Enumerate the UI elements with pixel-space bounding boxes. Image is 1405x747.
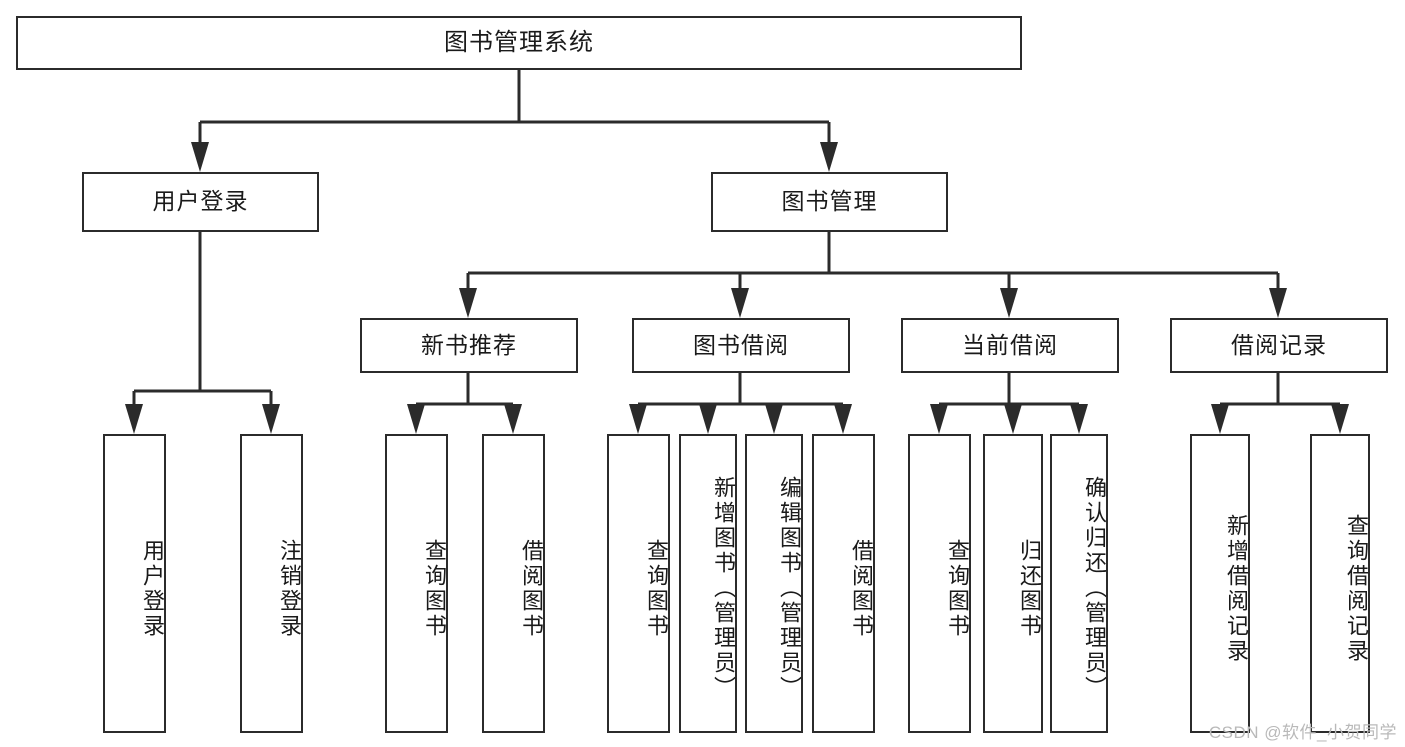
- arrow-head-icon: [1000, 288, 1018, 318]
- arrow-head-icon: [834, 404, 852, 434]
- node-label: 归还图书: [1017, 538, 1042, 639]
- arrow-head-icon: [125, 404, 143, 434]
- edge-group-book-borrow-to-leaves: [629, 373, 852, 434]
- node-label: 图书管理系统: [444, 28, 594, 56]
- node-label: 确认归还（管理员）: [1082, 476, 1107, 701]
- node-label: 借阅图书: [519, 538, 544, 639]
- node-label: 图书管理: [781, 188, 878, 215]
- arrow-head-icon: [262, 404, 280, 434]
- watermark-text: CSDN @软件_小贺同学: [1208, 723, 1397, 742]
- node-label: 注销登录: [277, 538, 302, 639]
- node-leaf-query-record[interactable]: 查询借阅记录: [1310, 434, 1370, 733]
- node-label: 用户登录: [152, 188, 249, 215]
- node-user-login[interactable]: 用户登录: [82, 172, 319, 232]
- node-label: 新增借阅记录: [1224, 513, 1249, 664]
- node-leaf-borrow-book[interactable]: 借阅图书: [812, 434, 875, 733]
- node-leaf-borrow-book-new[interactable]: 借阅图书: [482, 434, 545, 733]
- arrow-head-icon: [459, 288, 477, 318]
- arrow-head-icon: [1269, 288, 1287, 318]
- arrow-head-icon: [731, 288, 749, 318]
- arrow-head-icon: [504, 404, 522, 434]
- node-leaf-confirm-return[interactable]: 确认归还（管理员）: [1050, 434, 1108, 733]
- edge-group-user-login-to-leaves: [125, 232, 280, 434]
- node-label: 新书推荐: [421, 331, 517, 358]
- arrow-head-icon: [820, 142, 838, 172]
- node-label: 新增图书（管理员）: [711, 476, 736, 701]
- node-leaf-edit-book[interactable]: 编辑图书（管理员）: [745, 434, 803, 733]
- node-label: 查询借阅记录: [1344, 513, 1369, 664]
- arrow-head-icon: [629, 404, 647, 434]
- node-leaf-query-book-borrow[interactable]: 查询图书: [607, 434, 670, 733]
- node-leaf-add-book[interactable]: 新增图书（管理员）: [679, 434, 737, 733]
- edge-group-root-to-level1: [191, 70, 838, 172]
- node-label: 借阅图书: [849, 538, 874, 639]
- arrow-head-icon: [1331, 404, 1349, 434]
- edge-group-borrow-record-to-leaves: [1211, 373, 1349, 434]
- node-book-manage[interactable]: 图书管理: [711, 172, 948, 232]
- node-leaf-user-login[interactable]: 用户登录: [103, 434, 166, 733]
- arrow-head-icon: [191, 142, 209, 172]
- node-leaf-add-record[interactable]: 新增借阅记录: [1190, 434, 1250, 733]
- node-new-book-recommend[interactable]: 新书推荐: [360, 318, 578, 373]
- node-label: 借阅记录: [1231, 331, 1327, 358]
- edge-group-new-book-to-leaves: [407, 373, 522, 434]
- arrow-head-icon: [699, 404, 717, 434]
- edge-group-book-manage-to-level2: [459, 232, 1287, 318]
- node-book-borrow[interactable]: 图书借阅: [632, 318, 850, 373]
- node-leaf-query-book-current[interactable]: 查询图书: [908, 434, 971, 733]
- node-current-borrow[interactable]: 当前借阅: [901, 318, 1119, 373]
- node-leaf-logout[interactable]: 注销登录: [240, 434, 303, 733]
- arrow-head-icon: [1070, 404, 1088, 434]
- node-label: 查询图书: [644, 538, 669, 639]
- node-leaf-query-book-new[interactable]: 查询图书: [385, 434, 448, 733]
- arrow-head-icon: [407, 404, 425, 434]
- edge-group-current-borrow-to-leaves: [930, 373, 1088, 434]
- node-label: 图书借阅: [693, 331, 789, 358]
- node-label: 编辑图书（管理员）: [777, 476, 802, 701]
- arrow-head-icon: [1211, 404, 1229, 434]
- arrow-head-icon: [930, 404, 948, 434]
- arrow-head-icon: [1004, 404, 1022, 434]
- node-label: 用户登录: [140, 538, 165, 639]
- node-root[interactable]: 图书管理系统: [16, 16, 1022, 70]
- node-borrow-record[interactable]: 借阅记录: [1170, 318, 1388, 373]
- node-leaf-return-book[interactable]: 归还图书: [983, 434, 1043, 733]
- node-label: 查询图书: [422, 538, 447, 639]
- arrow-head-icon: [765, 404, 783, 434]
- node-label: 当前借阅: [962, 331, 1058, 358]
- node-label: 查询图书: [945, 538, 970, 639]
